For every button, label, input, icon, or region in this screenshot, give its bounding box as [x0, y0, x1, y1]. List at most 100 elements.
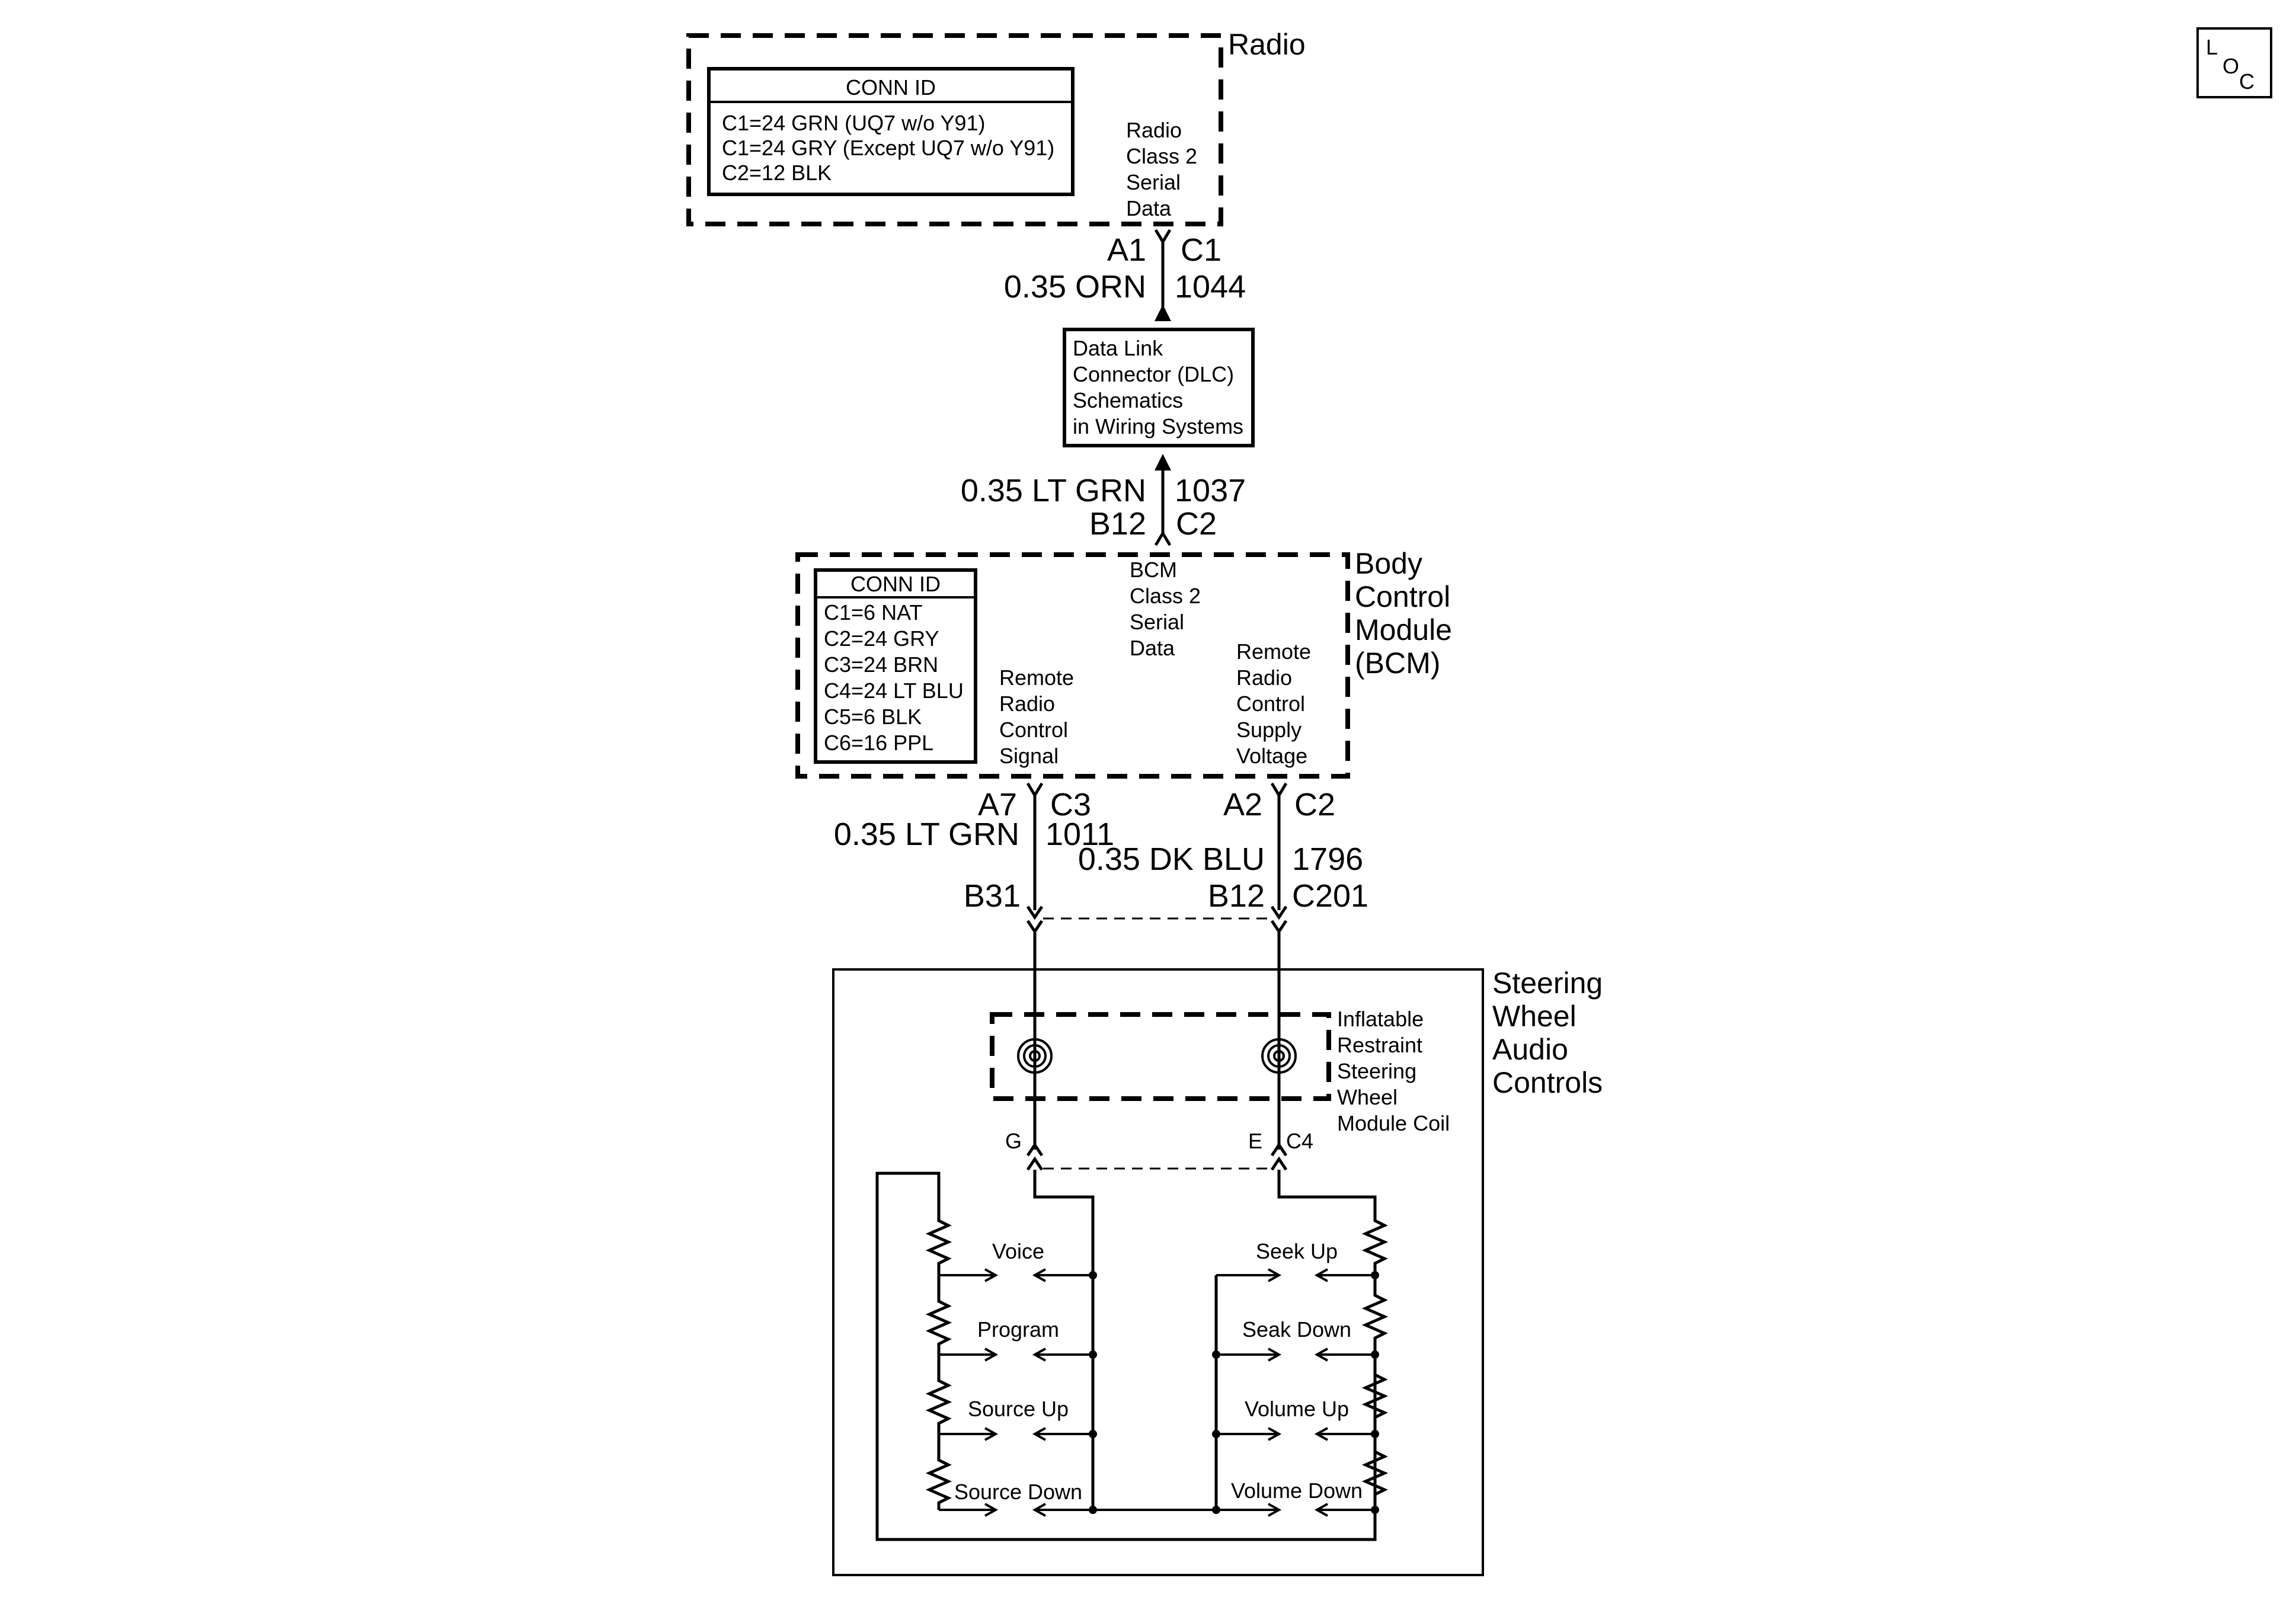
svg-text:C2=24 GRY: C2=24 GRY: [824, 626, 939, 651]
signal-wire-color: 0.35 LT GRN: [834, 817, 1019, 852]
switch-volume-up: Volume Up: [1212, 1397, 1379, 1441]
svg-text:C6=16 PPL: C6=16 PPL: [824, 731, 933, 755]
loc-badge-c: C: [2239, 69, 2255, 94]
loc-badge-o: O: [2223, 54, 2239, 78]
svg-text:Class 2: Class 2: [1130, 584, 1201, 608]
svg-text:C1=6 NAT: C1=6 NAT: [824, 600, 922, 625]
supply-conn-label: C2: [1294, 787, 1335, 822]
svg-text:Data: Data: [1126, 196, 1172, 220]
bcm-pin-label: B12: [1089, 506, 1146, 542]
radio-conn-id-table: CONN ID C1=24 GRN (UQ7 w/o Y91) C1=24 GR…: [707, 67, 1075, 196]
bcm-signal-label: Remote Radio Control Signal: [999, 665, 1074, 768]
loc-badge-l: L: [2206, 35, 2218, 59]
svg-text:Voltage: Voltage: [1236, 744, 1307, 768]
switch-voice: Voice: [939, 1239, 1097, 1282]
loc-badge: L O C: [2196, 27, 2272, 98]
svg-text:Controls: Controls: [1492, 1066, 1603, 1099]
switch-seek-up: Seek Up: [1216, 1239, 1379, 1282]
svg-text:Serial: Serial: [1130, 610, 1184, 634]
svg-text:in Wiring Systems: in Wiring Systems: [1073, 414, 1243, 438]
radio-circuit-number: 1044: [1175, 269, 1246, 305]
coil-pin-e: E: [1248, 1129, 1262, 1153]
switch-label: Volume Down: [1231, 1478, 1363, 1503]
coil-conn-c4: C4: [1286, 1129, 1313, 1153]
svg-text:Schematics: Schematics: [1073, 388, 1183, 412]
supply-inline-pin: B12: [1208, 878, 1265, 914]
svg-text:Control: Control: [1355, 580, 1450, 613]
wire-supply: A2 C2 0.35 DK BLU 1796 B12 C201: [1078, 782, 1368, 934]
bcm-supply-label: Remote Radio Control Supply Voltage: [1236, 639, 1311, 768]
wire-dlc-bcm: 0.35 LT GRN 1037 B12 C2: [961, 454, 1246, 546]
radio-conn-id-line: C1=24 GRN (UQ7 w/o Y91): [722, 111, 986, 135]
switch-label: Source Up: [968, 1397, 1069, 1421]
svg-text:Radio: Radio: [999, 692, 1055, 716]
svg-text:Steering: Steering: [1337, 1059, 1416, 1083]
svg-text:Class 2: Class 2: [1126, 144, 1197, 168]
svg-text:Data Link: Data Link: [1073, 336, 1163, 360]
supply-pin-label: A2: [1223, 787, 1262, 822]
switch-volume-down: Volume Down: [1212, 1478, 1379, 1517]
svg-text:Control: Control: [1236, 692, 1305, 716]
radio-conn-id-line: C1=24 GRY (Except UQ7 w/o Y91): [722, 136, 1054, 160]
coil-spiral-left: [1017, 1038, 1053, 1074]
radio-title: Radio: [1228, 28, 1306, 61]
svg-text:Supply: Supply: [1236, 718, 1302, 742]
coil-label: Inflatable Restraint Steering Wheel Modu…: [1337, 1007, 1450, 1135]
svg-text:Remote: Remote: [999, 665, 1074, 690]
svg-text:Wheel: Wheel: [1492, 1000, 1576, 1033]
bcm-conn-id-header: CONN ID: [850, 572, 941, 596]
signal-inline-pin: B31: [964, 878, 1021, 914]
signal-pin-label: A7: [978, 787, 1017, 822]
switch-label: Source Down: [954, 1480, 1082, 1504]
svg-text:Data: Data: [1130, 636, 1175, 660]
dlc-box: Data Link Connector (DLC) Schematics in …: [1063, 328, 1255, 447]
switch-label: Program: [977, 1317, 1059, 1342]
svg-text:Radio: Radio: [1126, 118, 1182, 142]
switch-seek-down: Seak Down: [1212, 1317, 1379, 1362]
svg-text:Control: Control: [999, 718, 1068, 742]
svg-text:Body: Body: [1355, 547, 1422, 580]
supply-wire-color: 0.35 DK BLU: [1078, 841, 1265, 877]
radio-conn-id-header: CONN ID: [846, 75, 936, 100]
svg-text:Audio: Audio: [1492, 1033, 1568, 1066]
svg-text:C4=24 LT BLU: C4=24 LT BLU: [824, 678, 964, 703]
svg-text:Radio: Radio: [1236, 665, 1292, 690]
switch-program: Program: [939, 1317, 1097, 1362]
svg-text:Steering: Steering: [1492, 966, 1603, 1000]
radio-pin-label: A1: [1107, 232, 1146, 268]
radio-conn-label: C1: [1181, 232, 1221, 268]
radio-serial-data-label: Radio Class 2 Serial Data: [1126, 118, 1197, 220]
signal-circuit-number: 1011: [1045, 817, 1114, 852]
svg-text:Connector (DLC): Connector (DLC): [1073, 362, 1234, 386]
svg-text:Module Coil: Module Coil: [1337, 1111, 1450, 1135]
coil-pin-g: G: [1005, 1129, 1022, 1153]
bcm-module: Body Control Module (BCM) CONN ID C1=6 N…: [795, 547, 1452, 779]
svg-text:C5=6 BLK: C5=6 BLK: [824, 705, 922, 729]
switch-label: Voice: [992, 1239, 1044, 1263]
supply-inline-conn: C201: [1292, 878, 1368, 914]
radio-module: Radio CONN ID C1=24 GRN (UQ7 w/o Y91) C1…: [686, 28, 1306, 226]
svg-text:Signal: Signal: [999, 744, 1059, 768]
svg-text:Inflatable: Inflatable: [1337, 1007, 1424, 1031]
switch-source-down: Source Down: [939, 1480, 1216, 1517]
svg-text:BCM: BCM: [1130, 558, 1177, 582]
switch-source-up: Source Up: [939, 1397, 1097, 1441]
svg-text:(BCM): (BCM): [1355, 646, 1440, 680]
bcm-conn-id-table: CONN ID C1=6 NAT C2=24 GRY C3=24 BRN C4=…: [814, 568, 977, 764]
radio-conn-id-line: C2=12 BLK: [722, 161, 832, 185]
svg-text:C3=24 BRN: C3=24 BRN: [824, 652, 938, 677]
switch-label: Seek Up: [1256, 1239, 1338, 1263]
svg-text:Serial: Serial: [1126, 170, 1181, 194]
switch-label: Volume Up: [1245, 1397, 1349, 1421]
radio-wire-color: 0.35 ORN: [1004, 269, 1146, 305]
coil-spiral-right: [1261, 1038, 1297, 1074]
svg-text:Wheel: Wheel: [1337, 1085, 1398, 1109]
signal-conn-label: C3: [1050, 787, 1091, 822]
dlc-wire-color: 0.35 LT GRN: [961, 473, 1146, 508]
wire-radio-dlc: A1 C1 0.35 ORN 1044: [1004, 229, 1246, 321]
svg-text:Module: Module: [1355, 613, 1452, 646]
svg-text:Restraint: Restraint: [1337, 1033, 1422, 1057]
supply-circuit-number: 1796: [1292, 841, 1363, 877]
wire-signal: A7 C3 0.35 LT GRN 1011 B31: [834, 782, 1114, 934]
